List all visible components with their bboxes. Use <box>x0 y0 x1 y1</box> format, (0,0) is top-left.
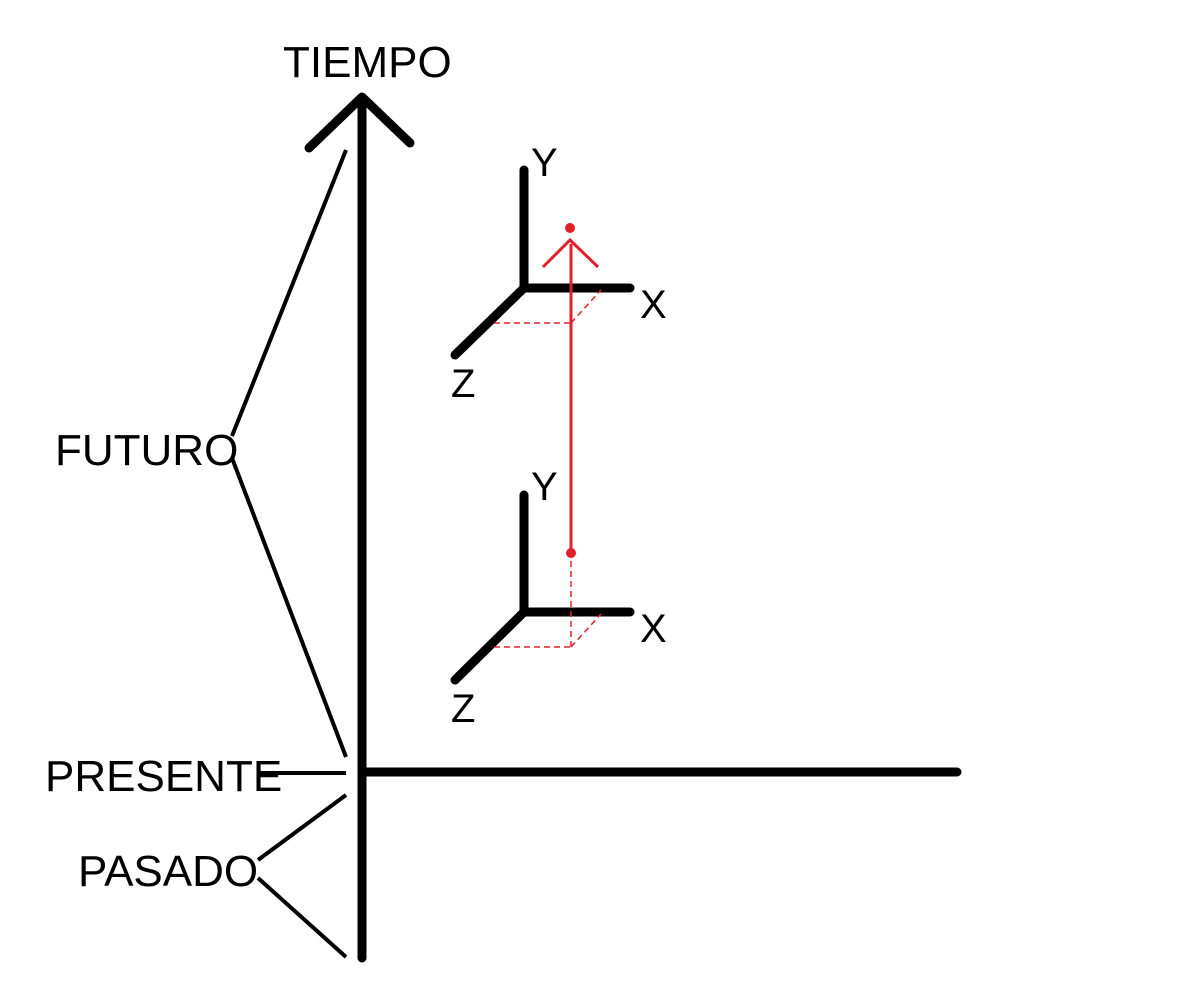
future-leader-upper <box>230 149 348 437</box>
lower-frame-z-label: Z <box>451 687 475 731</box>
past-label: PASADO <box>78 847 258 896</box>
trajectory-vector <box>541 223 600 558</box>
leader-lines <box>230 149 348 959</box>
upper-frame-z-axis <box>450 283 529 360</box>
trajectory-end-point <box>565 223 575 233</box>
lower-projection-box <box>494 553 602 648</box>
upper-coordinate-frame: Y X Z <box>450 141 667 406</box>
time-axis-label: TIEMPO <box>283 38 452 87</box>
present-label: PRESENTE <box>45 752 282 801</box>
trajectory-arrowhead <box>541 237 600 269</box>
future-label: FUTURO <box>55 426 238 475</box>
time-axis <box>304 92 415 963</box>
lower-coordinate-frame: Y X Z <box>450 465 667 731</box>
upper-frame-y-label: Y <box>531 141 558 185</box>
past-leader-lower <box>256 876 348 959</box>
upper-projection-box <box>494 289 602 324</box>
lower-frame-z-axis <box>450 607 529 685</box>
upper-frame-x-label: X <box>640 283 667 327</box>
trajectory-start-point <box>566 548 576 558</box>
upper-frame-z-label: Z <box>451 362 475 406</box>
past-leader-upper <box>256 793 348 862</box>
lower-frame-y-label: Y <box>531 465 558 509</box>
lower-frame-x-label: X <box>640 607 667 651</box>
time-axis-arrowhead <box>304 92 415 153</box>
future-leader-lower <box>230 457 348 758</box>
